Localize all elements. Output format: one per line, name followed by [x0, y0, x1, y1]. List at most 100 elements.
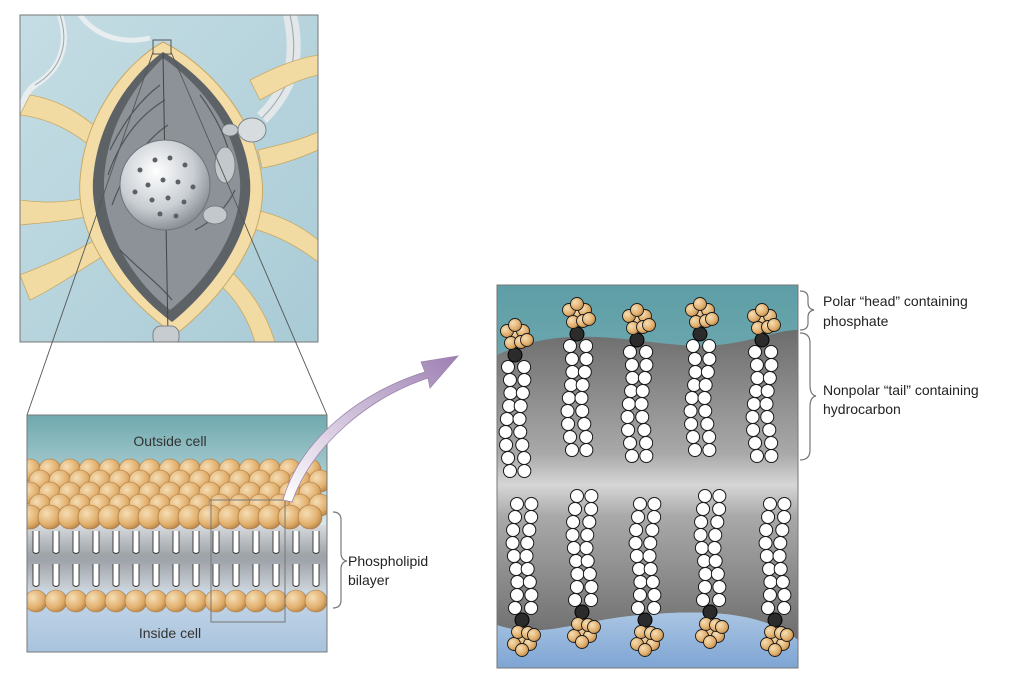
carbon-atom [708, 528, 723, 542]
glycerol-atom [702, 604, 718, 620]
carbon-atom [773, 536, 788, 550]
carbon-atom [522, 575, 537, 589]
carbon-atom [524, 588, 539, 602]
carbon-atom [697, 391, 712, 405]
inside-cell-label: Inside cell [139, 625, 201, 641]
lipid-head [27, 589, 48, 613]
glycerol-atom [507, 347, 523, 363]
carbon-atom [764, 436, 779, 450]
carbon-atom [746, 397, 761, 411]
zoom-selection-box [210, 499, 286, 623]
lipid-tail [132, 531, 140, 554]
phosphate-head-atom [575, 635, 589, 649]
carbon-atom [698, 378, 713, 392]
carbon-atom [565, 365, 580, 379]
carbon-atom [584, 593, 599, 607]
lipid-tail [152, 531, 160, 554]
carbon-atom [777, 497, 792, 511]
bilayer-top-head-layer [27, 458, 327, 530]
carbon-atom [637, 371, 652, 385]
lipid-head [264, 589, 288, 613]
phosphate-head-atom [527, 628, 541, 642]
neuron-cutaway-panel [20, 15, 318, 342]
carbon-atom [748, 436, 763, 450]
carbon-atom [773, 562, 788, 576]
carbon-atom [499, 412, 514, 426]
lipid-head [124, 589, 148, 613]
carbon-atom [565, 528, 580, 542]
carbon-atom [702, 339, 717, 353]
carbon-atom [563, 339, 577, 353]
carbon-atom [506, 523, 521, 537]
carbon-atom [566, 541, 581, 555]
lipid-head [144, 589, 168, 613]
carbon-atom [502, 399, 517, 413]
carbon-atom [517, 373, 532, 387]
bilayer-label-line1: Phospholipid [348, 553, 428, 569]
carbon-atom [687, 443, 702, 457]
zoom-arrow [282, 355, 460, 503]
lipid-tail [92, 531, 100, 554]
lipid-tail [232, 531, 240, 554]
lipid-tail [272, 531, 280, 554]
carbon-atom [759, 523, 774, 537]
carbon-atom [624, 449, 639, 463]
carbon-atom [631, 601, 645, 615]
carbon-atom [502, 373, 517, 387]
carbon-atom [749, 358, 764, 372]
carbon-atom [762, 423, 777, 437]
carbon-atom [632, 497, 647, 511]
bilayer-tails [32, 531, 320, 587]
carbon-atom [625, 371, 640, 385]
carbon-atom [580, 528, 595, 542]
carbon-atom [777, 601, 792, 615]
glycerol-atom [754, 332, 770, 348]
carbon-atom [620, 410, 635, 424]
carbon-atom [764, 345, 779, 359]
glycerol-atom [569, 326, 585, 342]
carbon-atom [707, 541, 722, 555]
carbon-atom [575, 378, 590, 392]
zoomed-phospholipid-panel [497, 285, 798, 668]
carbon-atom [517, 451, 532, 465]
carbon-atom [515, 438, 530, 452]
carbon-atom [710, 515, 725, 529]
carbon-atom [694, 541, 709, 555]
outside-cell-label: Outside cell [133, 433, 206, 449]
carbon-atom [513, 399, 528, 413]
zoomed-phospholipid-molecules [498, 297, 794, 657]
carbon-atom [777, 588, 792, 602]
carbon-atom [698, 567, 713, 581]
carbon-atom [569, 554, 584, 568]
lipid-tail [172, 564, 180, 587]
carbon-atom [621, 397, 636, 411]
carbon-atom [524, 497, 539, 511]
carbon-atom [631, 510, 646, 524]
carbon-atom [745, 410, 760, 424]
carbon-atom [635, 384, 650, 398]
tail-label-line1: Nonpolar “tail” containing [823, 382, 979, 398]
carbon-atom [519, 549, 534, 563]
carbon-atom [639, 449, 654, 463]
carbon-atom [560, 404, 575, 418]
carbon-atom [764, 358, 779, 372]
carbon-atom [750, 371, 765, 385]
lipid-tail [112, 564, 120, 587]
carbon-atom [577, 417, 592, 431]
carbon-atom [712, 593, 727, 607]
lipid-head [104, 589, 128, 613]
phosphate-head-atom [508, 318, 522, 332]
carbon-atom [702, 352, 717, 366]
phosphate-head-atom [768, 643, 782, 657]
phosphate-head-atom [703, 635, 717, 649]
carbon-atom [509, 497, 524, 511]
carbon-atom [629, 549, 644, 563]
carbon-atom [762, 562, 777, 576]
carbon-atom [775, 523, 790, 537]
carbon-atom [639, 345, 654, 359]
carbon-atom [759, 549, 774, 563]
phosphate-head-atom [630, 303, 644, 317]
phosphate-head-atom [587, 620, 601, 634]
lipid-tail [252, 564, 260, 587]
carbon-atom [582, 567, 597, 581]
